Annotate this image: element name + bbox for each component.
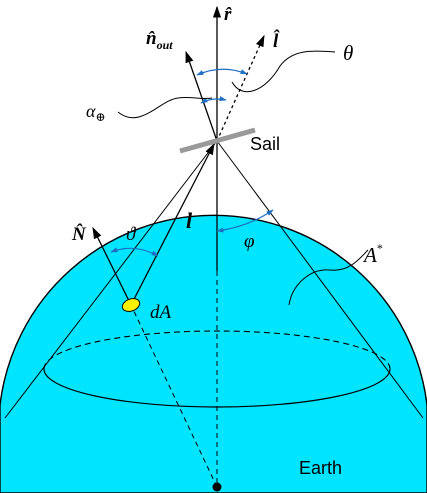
A-star-superscript: * xyxy=(377,241,383,255)
alpha-arc-lower xyxy=(200,96,227,104)
n-out-vector xyxy=(185,50,218,142)
n-out-symbol: n̂ xyxy=(146,28,157,49)
n-out-subscript: out xyxy=(157,38,174,52)
A-star-symbol: A xyxy=(362,243,377,267)
dA-patch xyxy=(121,298,141,312)
N-hat-vector xyxy=(92,226,132,306)
phi-label: φ xyxy=(244,231,255,252)
earth-center-point xyxy=(212,482,222,492)
n-out-label: n̂out xyxy=(146,28,173,52)
theta-arc-upper xyxy=(196,68,248,76)
l-vector xyxy=(130,142,215,306)
alpha-label: α⊕ xyxy=(86,101,106,124)
visible-cap-boundary-back xyxy=(43,330,391,370)
A-star-label: A* xyxy=(362,241,383,267)
sail-plate xyxy=(179,127,256,154)
tangent-line-right xyxy=(216,140,424,419)
earth-label: Earth xyxy=(299,458,342,478)
dA-normal-extension-dashed xyxy=(130,304,218,488)
alpha-leader xyxy=(117,96,213,119)
alpha-symbol: α xyxy=(86,101,96,121)
vartheta-arc xyxy=(110,247,159,257)
theta-label: θ xyxy=(343,41,353,65)
vartheta-label: ϑ xyxy=(126,224,137,245)
earth-body xyxy=(0,214,427,493)
l-hat-label: l̂ xyxy=(273,30,280,52)
theta-leader xyxy=(231,50,336,93)
r-hat-label: r̂ xyxy=(224,4,232,25)
l-hat-direction-dotted xyxy=(216,34,265,142)
tangent-line-left xyxy=(4,140,218,419)
N-hat-label: N̂ xyxy=(71,224,87,245)
dA-label: dA xyxy=(150,302,172,323)
sail-label: Sail xyxy=(250,134,280,154)
A-star-leader xyxy=(288,249,369,306)
l-vector-label: l xyxy=(186,208,193,233)
alpha-subscript: ⊕ xyxy=(95,110,105,124)
phi-arc xyxy=(216,209,274,233)
